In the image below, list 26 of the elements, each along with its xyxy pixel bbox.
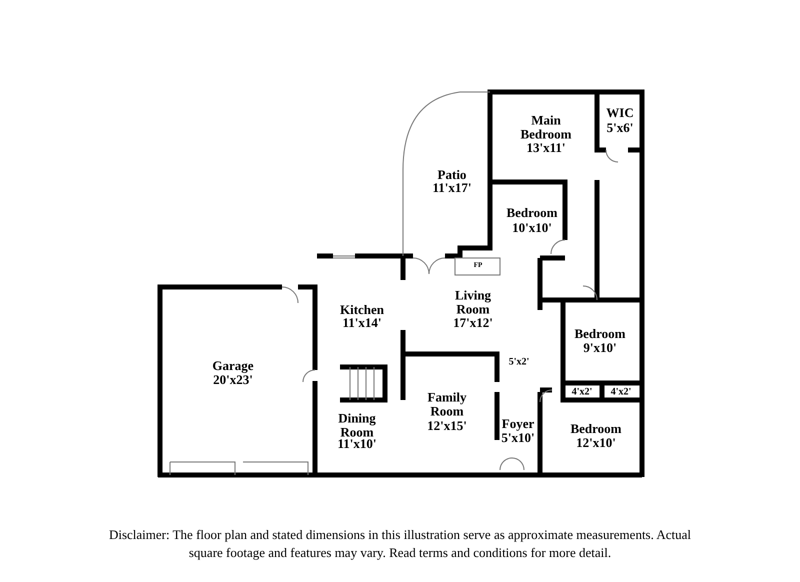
room-dimension: 9'x10' — [583, 340, 617, 355]
room-dimension: 12'x15' — [427, 418, 467, 433]
room-dimension: 13'x11' — [526, 140, 566, 155]
room-dimension: 5'x10' — [501, 430, 535, 445]
room-name: Garage — [212, 358, 254, 373]
room-dimension: 11'x17' — [432, 180, 472, 195]
room-name: Family Room — [428, 390, 466, 419]
room-dimension: 10'x10' — [512, 220, 552, 235]
room-name: WIC — [606, 104, 634, 120]
room-name: Foyer — [502, 416, 534, 431]
room-dimension: 20'x23' — [213, 372, 253, 387]
room-name: Kitchen — [340, 302, 384, 317]
room-name: Living Room — [454, 288, 492, 317]
room-dimension: 5'x2' — [508, 356, 530, 368]
room-dimension: 4'x2' — [572, 386, 592, 398]
room-dimension: 12'x10' — [576, 434, 616, 450]
disclaimer-caption: Disclaimer: The floor plan and stated dimensions in this illustration serve as approximate measurements. Actual square footage and features may vary. Read terms and conditions for more detail. — [108, 526, 692, 562]
room-name: Bedroom — [506, 204, 558, 220]
room-name: Bedroom — [570, 420, 622, 436]
room-dimension: 4'x2' — [610, 386, 632, 398]
room-dimension: 5'x6' — [606, 120, 634, 135]
room-dimension: 11'x14' — [342, 314, 382, 330]
room-name: Patio — [438, 166, 466, 182]
room-name: Main Bedroom — [520, 112, 572, 142]
room-dimension: 17'x12' — [453, 314, 493, 330]
room-name: Bedroom — [574, 326, 626, 341]
